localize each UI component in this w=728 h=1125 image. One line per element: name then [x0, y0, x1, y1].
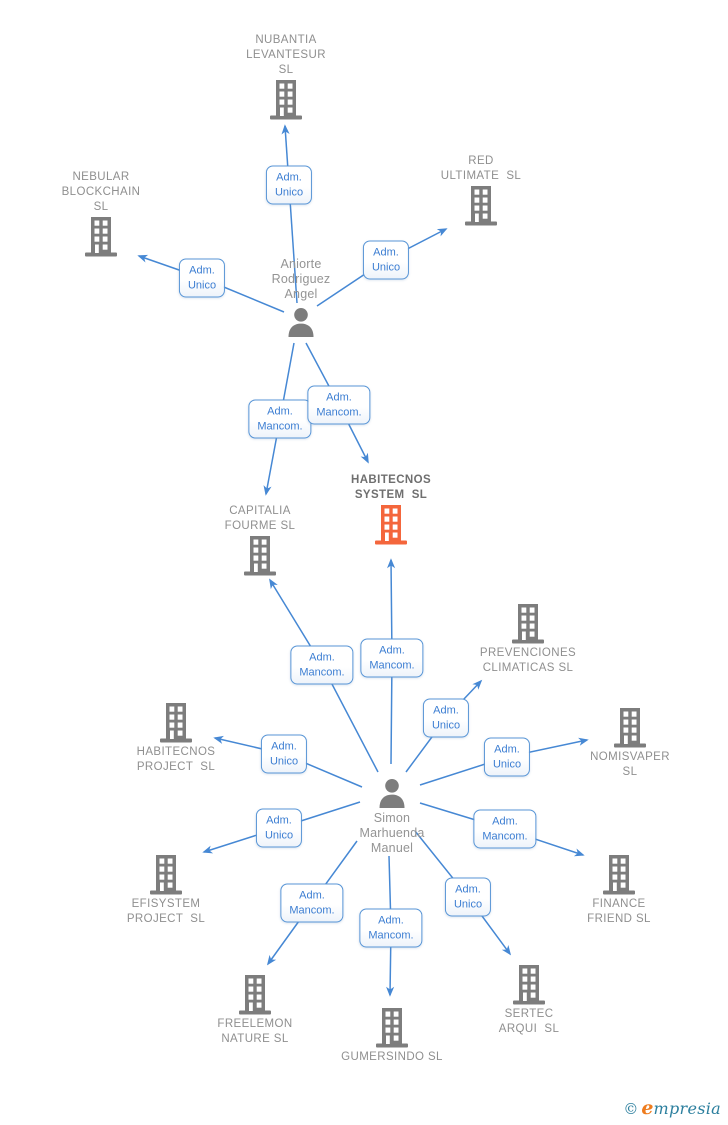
- company-node-finance-friend[interactable]: [602, 855, 636, 895]
- building-icon: [603, 855, 635, 895]
- person-icon: [288, 308, 314, 337]
- building-icon: [270, 80, 302, 120]
- building-icon: [376, 1008, 408, 1048]
- edge-label-adm-mancom: Adm.Mancom.: [359, 908, 423, 948]
- building-icon: [160, 703, 192, 743]
- edge-label-adm-unico: Adm.Unico: [260, 734, 308, 774]
- company-node-prevenciones-climaticas[interactable]: [511, 604, 545, 644]
- logo-letter-e: e: [641, 1097, 654, 1119]
- edge-label-adm-mancom: Adm.Mancom.: [360, 638, 424, 678]
- edge-label-adm-mancom: Adm.Mancom.: [290, 645, 354, 685]
- person-node-aniorte-rodriguez-angel[interactable]: [286, 307, 316, 337]
- empresia-logo[interactable]: ©empresia: [623, 1097, 721, 1120]
- edge-label-adm-mancom: Adm.Mancom.: [473, 809, 537, 849]
- edge-label-adm-unico: Adm.Unico: [483, 737, 531, 777]
- building-icon: [239, 975, 271, 1015]
- company-node-habitecnos-system[interactable]: [374, 505, 408, 545]
- building-icon: [375, 505, 407, 545]
- company-node-gumersindo[interactable]: [375, 1008, 409, 1048]
- building-icon: [85, 217, 117, 257]
- edge-label-adm-unico: Adm.Unico: [362, 240, 410, 280]
- edge-label-adm-mancom: Adm.Mancom.: [307, 385, 371, 425]
- company-node-nubantia-levantesur[interactable]: [269, 80, 303, 120]
- building-icon: [244, 536, 276, 576]
- company-node-nomisvaper[interactable]: [613, 708, 647, 748]
- company-node-nebular-blockchain[interactable]: [84, 217, 118, 257]
- node-label-gumersindo: GUMERSINDO SL: [341, 1051, 443, 1063]
- building-icon: [465, 186, 497, 226]
- edge-label-adm-mancom: Adm.Mancom.: [280, 883, 344, 923]
- building-icon: [150, 855, 182, 895]
- building-icon: [513, 965, 545, 1005]
- company-node-capitalia-fourme[interactable]: [243, 536, 277, 576]
- person-node-simon-marhuenda-manuel[interactable]: [377, 778, 407, 808]
- edge-label-adm-unico: Adm.Unico: [265, 165, 313, 205]
- company-node-freelemon-nature[interactable]: [238, 975, 272, 1015]
- edge-label-adm-unico: Adm.Unico: [444, 877, 492, 917]
- edge-label-adm-unico: Adm.Unico: [422, 698, 470, 738]
- edge-label-adm-mancom: Adm.Mancom.: [248, 399, 312, 439]
- person-icon: [379, 779, 405, 808]
- edge-label-adm-unico: Adm.Unico: [255, 808, 303, 848]
- building-icon: [512, 604, 544, 644]
- company-node-habitecnos-project[interactable]: [159, 703, 193, 743]
- edge-label-adm-unico: Adm.Unico: [178, 258, 226, 298]
- company-node-efisystem-project[interactable]: [149, 855, 183, 895]
- company-node-red-ultimate[interactable]: [464, 186, 498, 226]
- logo-text: mpresia: [653, 1099, 721, 1118]
- building-icon: [614, 708, 646, 748]
- copyright-icon: ©: [623, 1100, 639, 1118]
- company-node-sertec-arqui[interactable]: [512, 965, 546, 1005]
